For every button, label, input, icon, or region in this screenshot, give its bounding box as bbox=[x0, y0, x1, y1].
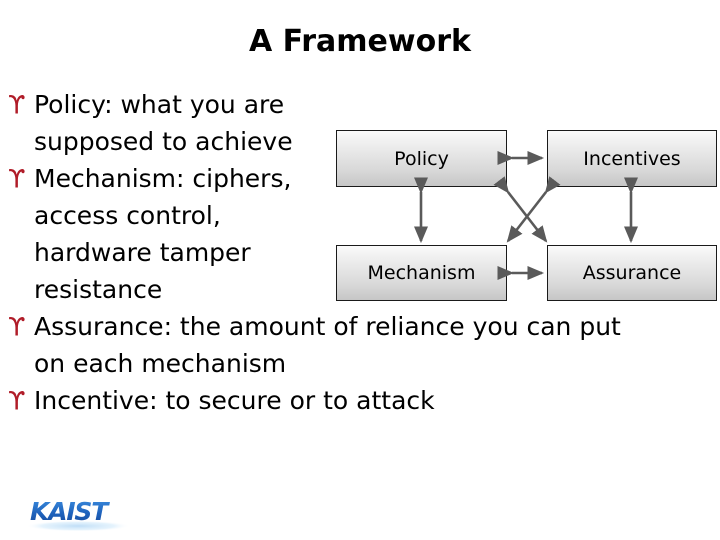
bullet-item-label: Assurance: the amount of reliance you ca… bbox=[34, 312, 621, 341]
diagram-node-assurance-label: Assurance bbox=[582, 262, 682, 284]
bullet-item: ϒ Policy: what you are bbox=[8, 86, 720, 123]
kaist-logo-swoosh bbox=[26, 520, 130, 532]
bullet-item-label: supposed to achieve bbox=[34, 127, 293, 156]
bullet-item-label: Incentive: to secure or to attack bbox=[34, 386, 435, 415]
diagram-node-mechanism-label: Mechanism bbox=[367, 262, 476, 284]
bullet-item: ϒ Assurance: the amount of reliance you c… bbox=[8, 308, 720, 345]
bullet-item-continuation: supposed to achieve bbox=[8, 123, 720, 160]
bullet-item-label: Policy: what you are bbox=[34, 90, 285, 119]
diagram-node-incentives-label: Incentives bbox=[583, 147, 681, 170]
aries-bullet-icon: ϒ bbox=[8, 312, 26, 341]
connector-incentives-mechanism bbox=[506, 176, 561, 243]
aries-bullet-icon: ϒ bbox=[8, 386, 26, 415]
aries-bullet-icon: ϒ bbox=[8, 90, 26, 119]
diagram-node-incentives[interactable]: Incentives bbox=[547, 130, 717, 187]
bullet-item-continuation: resistance bbox=[8, 271, 720, 308]
diagram-node-policy[interactable]: Policy bbox=[336, 130, 507, 187]
diagram-node-policy-label: Policy bbox=[394, 147, 449, 170]
bullet-item-label: resistance bbox=[34, 275, 163, 304]
kaist-logo: KAIST bbox=[22, 492, 132, 534]
bullet-item: ϒ Incentive: to secure or to attack bbox=[8, 382, 720, 419]
page-title: A Framework bbox=[249, 24, 471, 59]
bullet-item: ϒ Mechanism: ciphers, bbox=[8, 160, 720, 197]
framework-diagram: Policy Incentives Mechanism Assurance bbox=[330, 124, 720, 308]
aries-bullet-icon: ϒ bbox=[8, 164, 26, 193]
bullet-item-continuation: on each mechanism bbox=[8, 345, 720, 382]
bullet-item-continuation: access control, bbox=[8, 197, 720, 234]
bullet-list: ϒ Policy: what you are supposed to achieve… bbox=[8, 86, 720, 419]
bullet-item-label: access control, bbox=[34, 201, 221, 230]
diagram-node-assurance[interactable]: Assurance bbox=[547, 245, 717, 301]
diagram-node-mechanism[interactable]: Mechanism bbox=[336, 245, 507, 301]
bullet-item-continuation: hardware tamper bbox=[8, 234, 720, 271]
kaist-logo-text: KAIST bbox=[30, 497, 110, 526]
bullet-item-label: on each mechanism bbox=[34, 349, 287, 378]
bullet-item-label: hardware tamper bbox=[34, 238, 251, 267]
bullet-item-label: Mechanism: ciphers, bbox=[34, 164, 292, 193]
kaist-logo-graphic: KAIST bbox=[26, 497, 130, 532]
connector-policy-assurance bbox=[493, 176, 548, 243]
